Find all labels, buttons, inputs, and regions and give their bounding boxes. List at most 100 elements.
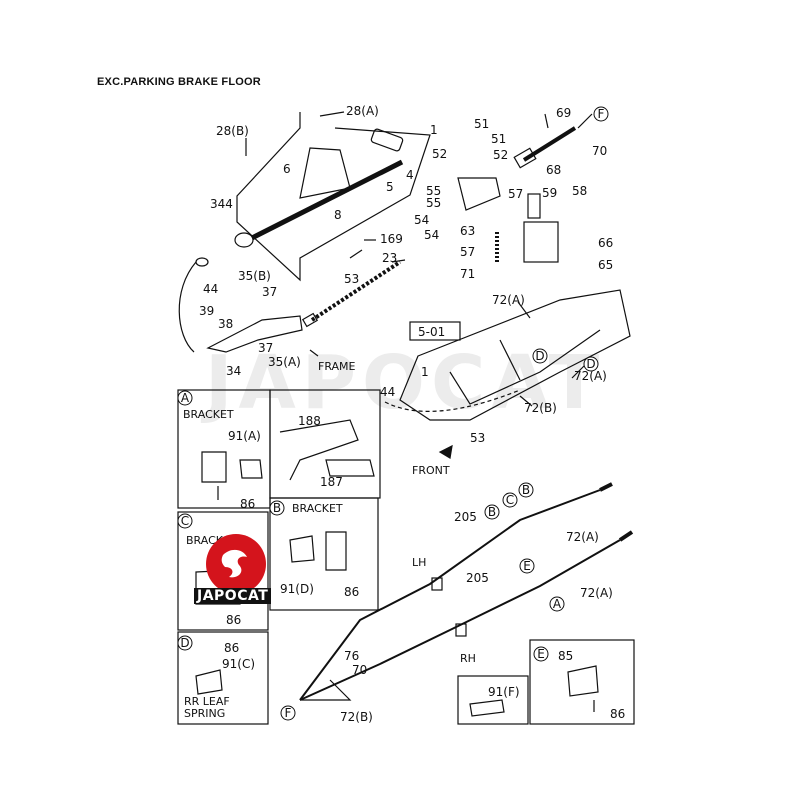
callout-91f: 91(F) xyxy=(488,685,520,699)
callout-23: 23 xyxy=(382,251,397,265)
label-lh: LH xyxy=(412,556,426,569)
callout-169: 169 xyxy=(380,232,403,246)
callout-53: 53 xyxy=(344,272,359,286)
callout-57b: 57 xyxy=(460,245,475,259)
callout-35b: 35(B) xyxy=(238,269,271,283)
equalizer-34 xyxy=(206,315,303,353)
callout-44a: 44 xyxy=(203,282,218,296)
panel-a-86: 86 xyxy=(240,497,255,511)
assembly-outline xyxy=(236,112,431,282)
callout-70b: 70 xyxy=(352,663,367,677)
marker-d3: D xyxy=(180,636,189,650)
callout-76: 76 xyxy=(344,649,359,663)
bracket-59 xyxy=(523,221,559,263)
marker-f2: F xyxy=(285,706,292,720)
callout-28b: 28(B) xyxy=(216,124,249,138)
callout-59: 59 xyxy=(542,186,557,200)
panel-d-leaf1: RR LEAF xyxy=(184,695,230,708)
marker-b: B xyxy=(273,501,281,515)
panel-d-86: 86 xyxy=(224,641,239,655)
callout-5: 5 xyxy=(386,180,394,194)
cable-44 xyxy=(178,261,197,353)
adjuster-69 xyxy=(522,126,577,162)
callout-70a: 70 xyxy=(592,144,607,158)
marker-e2: E xyxy=(523,559,531,573)
callout-85: 85 xyxy=(558,649,573,663)
callout-205b: 205 xyxy=(466,571,489,585)
callout-63: 63 xyxy=(460,224,475,238)
callout-28a: 28(A) xyxy=(346,104,379,118)
marker-e: E xyxy=(537,647,545,661)
callout-38: 38 xyxy=(218,317,233,331)
callout-72b-2: 72(B) xyxy=(340,710,373,724)
panel-a-bracket: BRACKET xyxy=(183,408,234,421)
intermediate-lever xyxy=(457,177,501,211)
callout-65: 65 xyxy=(598,258,613,272)
panel-b-bracket: BRACKET xyxy=(292,502,343,515)
pivot-bushing xyxy=(234,232,254,248)
vehicle-frame xyxy=(399,289,631,421)
marker-c: C xyxy=(181,514,189,528)
cable-rh xyxy=(299,539,621,701)
panel-d-box xyxy=(177,631,269,725)
callout-55a: 55 xyxy=(426,184,441,198)
marker-b3: B xyxy=(522,483,530,497)
callout-37a: 37 xyxy=(262,285,277,299)
panel-e-box xyxy=(529,639,635,725)
marker-f: F xyxy=(598,107,605,121)
pin-68 xyxy=(527,193,541,219)
callout-71: 71 xyxy=(460,267,475,281)
marker-d: D xyxy=(535,349,544,363)
logo-text: JAPOCAT xyxy=(194,588,272,604)
callout-4: 4 xyxy=(406,168,414,182)
lever-bracket xyxy=(299,147,351,199)
callout-51a: 51 xyxy=(474,117,489,131)
callout-72a-4: 72(A) xyxy=(580,586,613,600)
label-frame: FRAME xyxy=(318,360,356,373)
panel-d-91c: 91(C) xyxy=(222,657,255,671)
cable-53 xyxy=(310,260,402,322)
handle-grip xyxy=(370,128,404,152)
callout-72a-2: 72(A) xyxy=(574,369,607,383)
panel-c-box xyxy=(177,511,269,631)
callout-52b: 52 xyxy=(493,148,508,162)
panel-b-86: 86 xyxy=(344,585,359,599)
label-front: FRONT xyxy=(412,464,450,477)
callout-54a: 54 xyxy=(414,213,429,227)
panel-b-91d: 91(D) xyxy=(280,582,314,596)
callout-58: 58 xyxy=(572,184,587,198)
callout-69: 69 xyxy=(556,106,571,120)
panel-a-188: 188 xyxy=(298,414,321,428)
linework xyxy=(177,111,635,725)
callout-5-01: 5-01 xyxy=(418,325,445,339)
callout-344: 344 xyxy=(210,197,233,211)
callout-86e: 86 xyxy=(610,707,625,721)
callout-72b-1: 72(B) xyxy=(524,401,557,415)
callout-72a-3: 72(A) xyxy=(566,530,599,544)
callout-68: 68 xyxy=(546,163,561,177)
callout-205a: 205 xyxy=(454,510,477,524)
panel-d-leaf2: SPRING xyxy=(184,707,225,720)
marker-d2: D xyxy=(586,357,595,371)
callout-72a-1: 72(A) xyxy=(492,293,525,307)
panel-91f-box xyxy=(457,675,529,725)
marker-a2: A xyxy=(553,597,562,611)
callout-1: 1 xyxy=(430,123,438,137)
callout-34: 34 xyxy=(226,364,241,378)
japocat-logo-icon xyxy=(206,534,266,594)
callout-8: 8 xyxy=(334,208,342,222)
callout-53b: 53 xyxy=(470,431,485,445)
lever-rod xyxy=(250,159,404,241)
callout-37b: 37 xyxy=(258,341,273,355)
marker-c2: C xyxy=(506,493,514,507)
callout-35a: 35(A) xyxy=(268,355,301,369)
callout-52a: 52 xyxy=(432,147,447,161)
panel-b-box xyxy=(269,497,379,611)
ref-box-5-01 xyxy=(409,321,461,341)
callout-51b: 51 xyxy=(491,132,506,146)
label-rh: RH xyxy=(460,652,476,665)
callout-39: 39 xyxy=(199,304,214,318)
callout-57a: 57 xyxy=(508,187,523,201)
callout-55b: 55 xyxy=(426,196,441,210)
marker-b2: B xyxy=(488,505,496,519)
